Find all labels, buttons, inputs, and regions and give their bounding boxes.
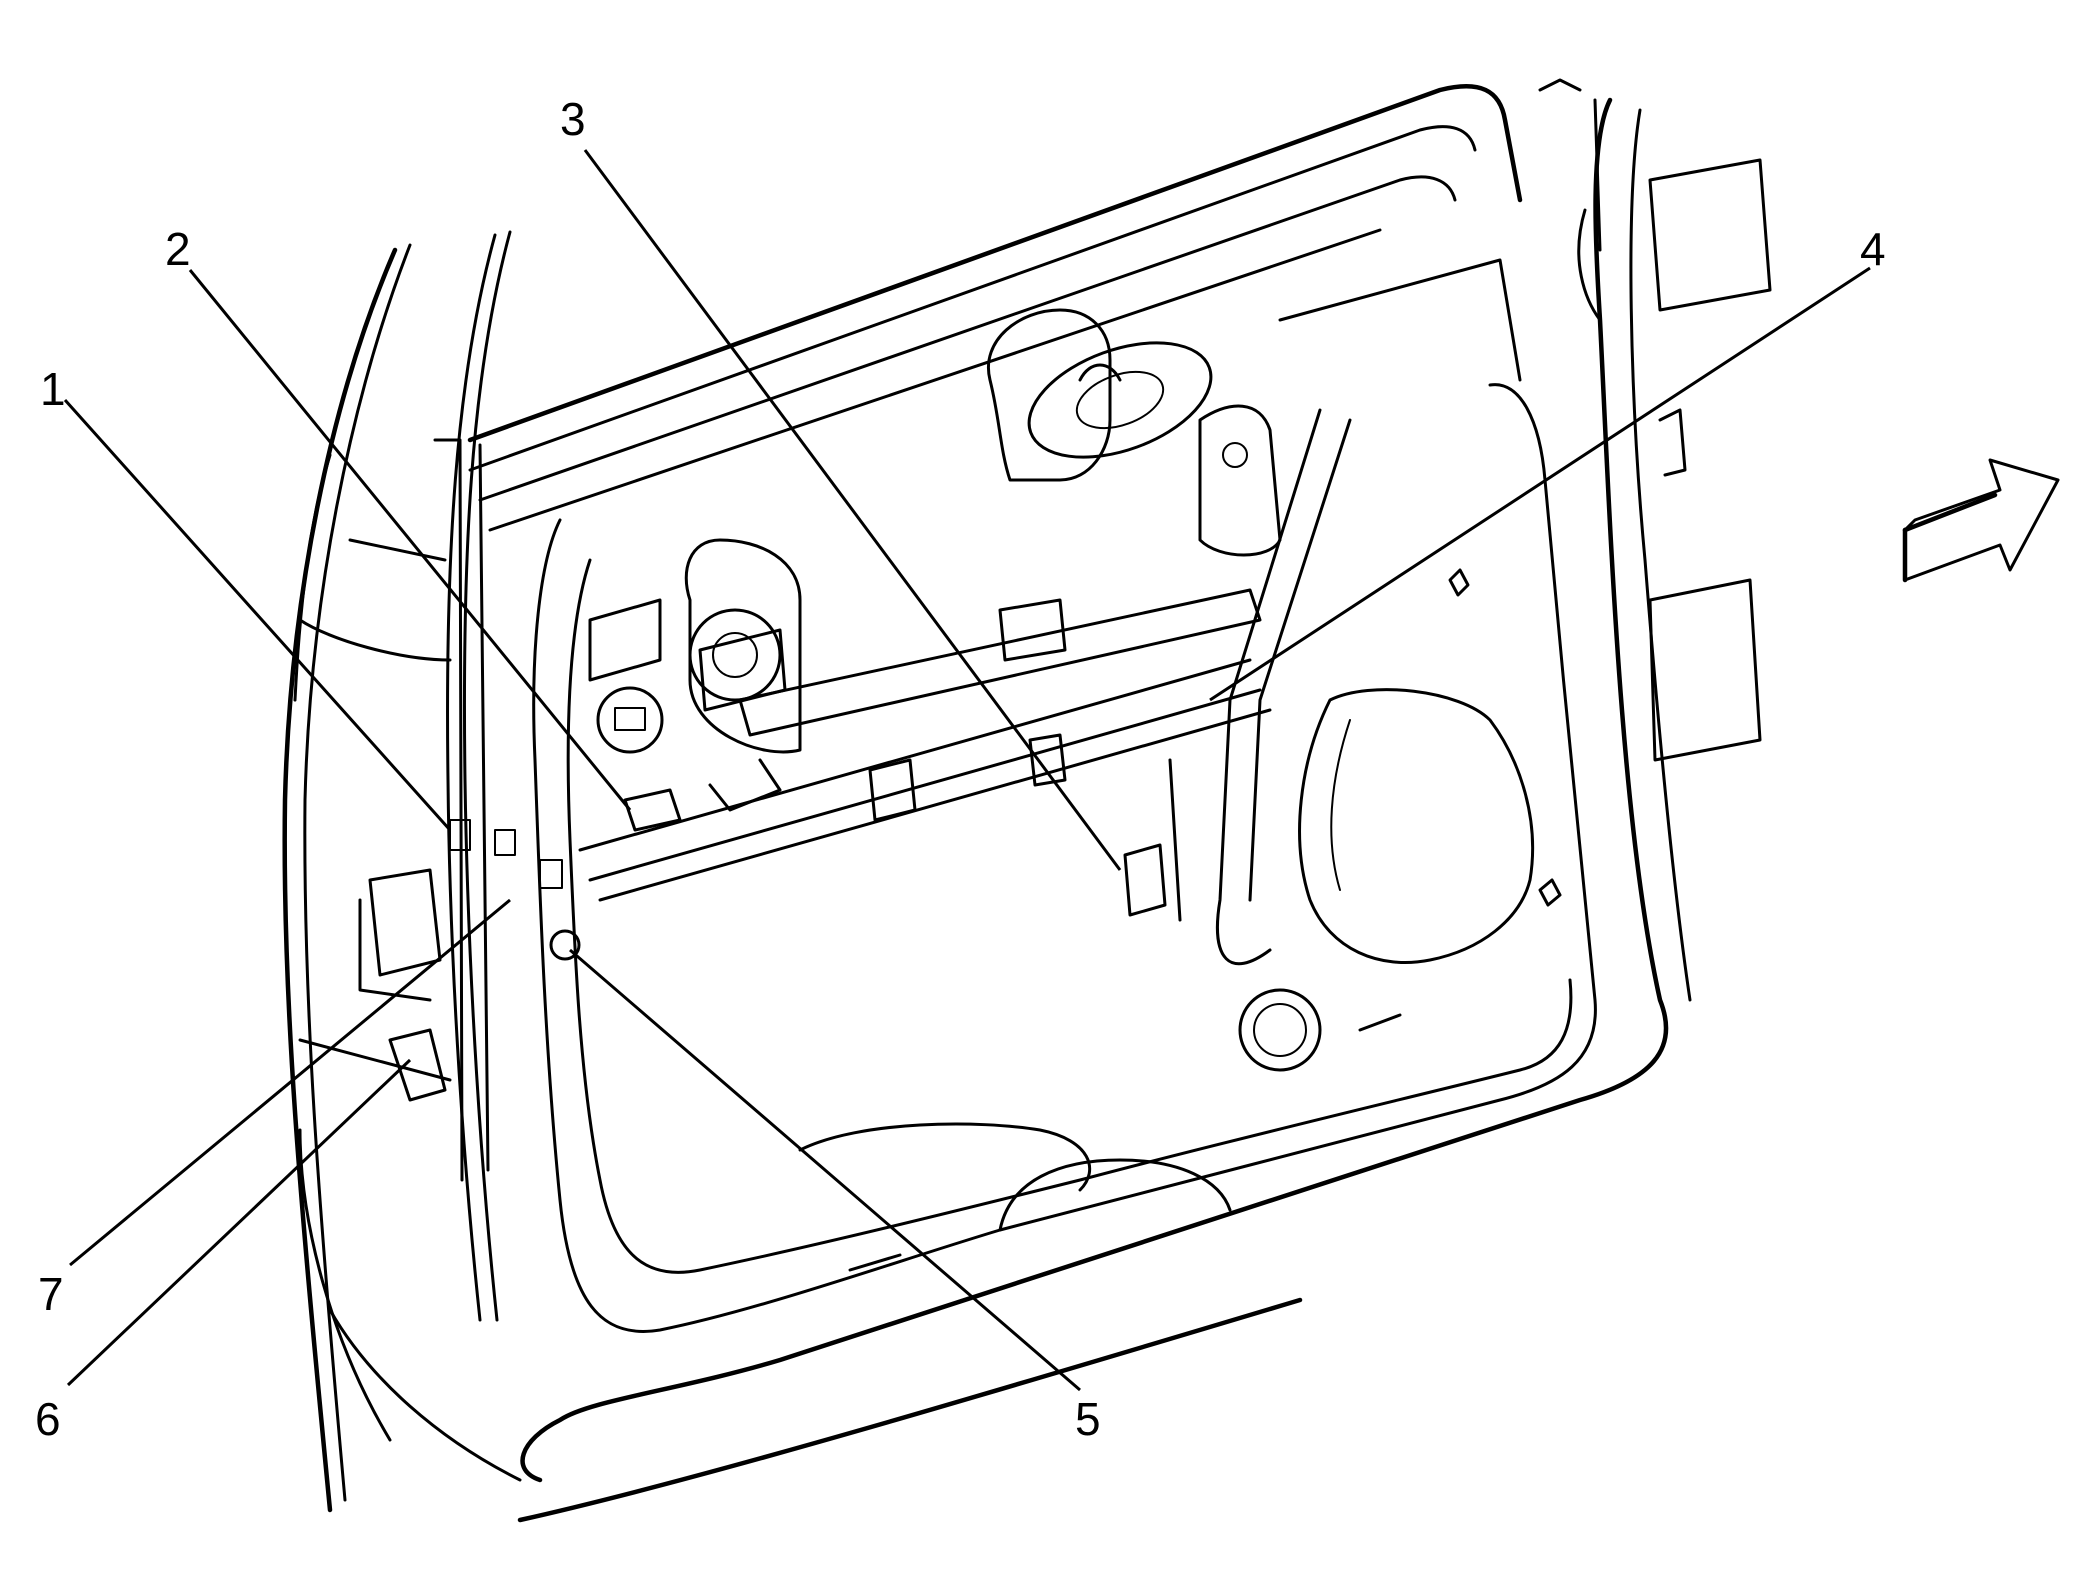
leader-1 (63, 398, 452, 832)
door-inner-panel (520, 97, 1692, 1483)
callout-4: 4 (1860, 223, 1886, 275)
callout-7: 7 (38, 1268, 64, 1320)
callout-2: 2 (165, 223, 191, 275)
leader-2 (188, 269, 632, 811)
door-upper-frame (467, 78, 1602, 532)
callout-5: 5 (1075, 1393, 1101, 1445)
callout-3: 3 (560, 93, 586, 145)
leader-4 (1209, 266, 1871, 702)
inside-handle-assembly (987, 258, 1522, 557)
door-outer-shell (282, 230, 1303, 1523)
callout-6: 6 (35, 1393, 61, 1445)
leader-6 (66, 1058, 412, 1387)
callout-leaders (63, 149, 1871, 1392)
leader-5 (569, 948, 1081, 1392)
door-lower-cutouts (848, 568, 1562, 1272)
leader-7 (69, 898, 511, 1267)
mirror-mount (1648, 158, 1772, 762)
window-regulator (578, 408, 1352, 966)
callout-labels: 1 2 3 4 5 6 7 (35, 93, 1886, 1445)
speaker-bracket (588, 538, 802, 812)
callout-1: 1 (40, 363, 66, 415)
leader-3 (583, 149, 1122, 871)
front-direction-arrow-icon (1902, 458, 2060, 583)
hinge-side-hardware (358, 788, 1167, 1102)
